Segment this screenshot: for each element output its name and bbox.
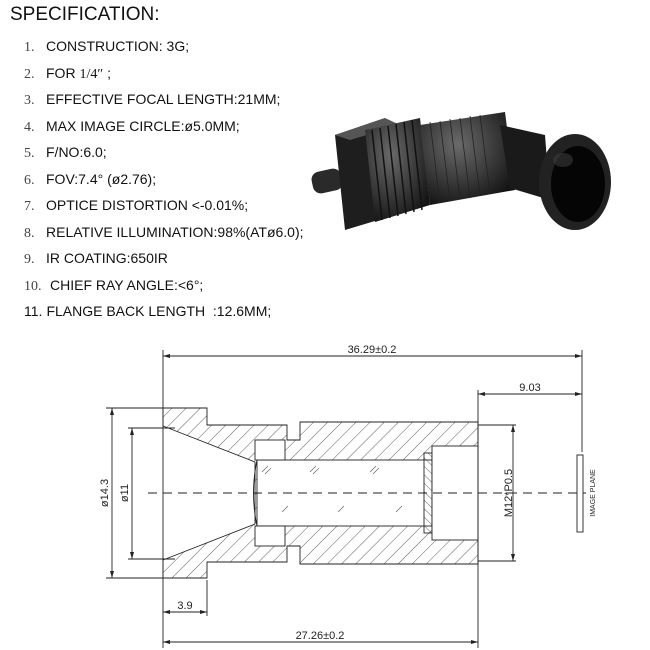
spec-item: 3. EFFECTIVE FOCAL LENGTH:21MM; [24,91,304,118]
spec-item: 6. FOV:7.4° (ø2.76); [24,171,304,198]
spec-text: IR COATING:650IR [46,250,168,266]
spec-num: 3. [24,93,35,108]
spec-text: FLANGE BACK LENGTH :12.6MM; [46,303,272,319]
spec-item: 4. MAX IMAGE CIRCLE:ø5.0MM; [24,118,304,145]
image-plane-label: IMAGE PLANE [590,469,597,517]
spec-text: CONSTRUCTION: 3G; [46,38,190,54]
dimension-arrows [110,354,582,644]
spec-num: 1. [24,40,35,55]
spec-num: 10. [24,278,42,294]
spec-num: 9. [24,252,35,267]
spec-item: 8. RELATIVE ILLUMINATION:98%(ATø6.0); [24,224,304,251]
dim-inner-diameter: ø11 [119,484,131,502]
spec-text: CHIEF RAY ANGLE:<6°; [50,276,204,293]
dim-outer-diameter: ø14.3 [99,479,111,507]
spec-text: FOR [46,64,76,81]
spec-num: 2. [24,66,35,82]
dim-back-focal: 9.03 [519,382,540,394]
spec-text: EFFECTIVE FOCAL LENGTH:21MM; [46,91,281,107]
spec-list: 1. CONSTRUCTION: 3G; 2. FOR 1/4″ ; 3. EFFEC… [24,38,304,330]
spec-item: 5. F/NO:6.0; [24,144,304,171]
technical-drawing [106,350,586,648]
spec-text: OPTICE DISTORTION <-0.01%; [46,197,249,213]
lens-photo [311,112,611,230]
spec-text: MAX IMAGE CIRCLE:ø5.0MM; [46,117,240,134]
spec-text-suffix: ; [103,64,111,81]
spec-num: 8. [24,225,35,241]
spec-item: 9. IR COATING:650IR [24,250,304,277]
spec-item: 1. CONSTRUCTION: 3G; [24,38,304,65]
spec-item: 10. CHIEF RAY ANGLE:<6°; [24,277,304,304]
spec-num: 6. [24,172,35,188]
page-title: SPECIFICATION: [10,4,160,25]
spec-num: 11. [24,303,43,319]
dim-front-length: 3.9 [177,600,192,612]
spec-text: FOV:7.4° (ø2.76); [46,170,157,187]
spec-text: RELATIVE ILLUMINATION:98%(ATø6.0); [46,223,304,240]
dim-body-length: 27.26±0.2 [296,630,345,642]
spec-num: 7. [24,199,35,214]
spec-text-size: 1/4″ [79,66,104,82]
spec-num: 5. [24,146,35,161]
spec-item: 7. OPTICE DISTORTION <-0.01%; [24,197,304,224]
dim-overall-length: 36.29±0.2 [348,344,397,356]
dim-thread: M12*P0.5 [503,469,515,517]
spec-text: F/NO:6.0; [46,144,107,160]
spec-num: 4. [24,119,35,135]
spec-item: 11.FLANGE BACK LENGTH :12.6MM; [24,303,304,330]
spec-item: 2. FOR 1/4″ ; [24,65,304,92]
